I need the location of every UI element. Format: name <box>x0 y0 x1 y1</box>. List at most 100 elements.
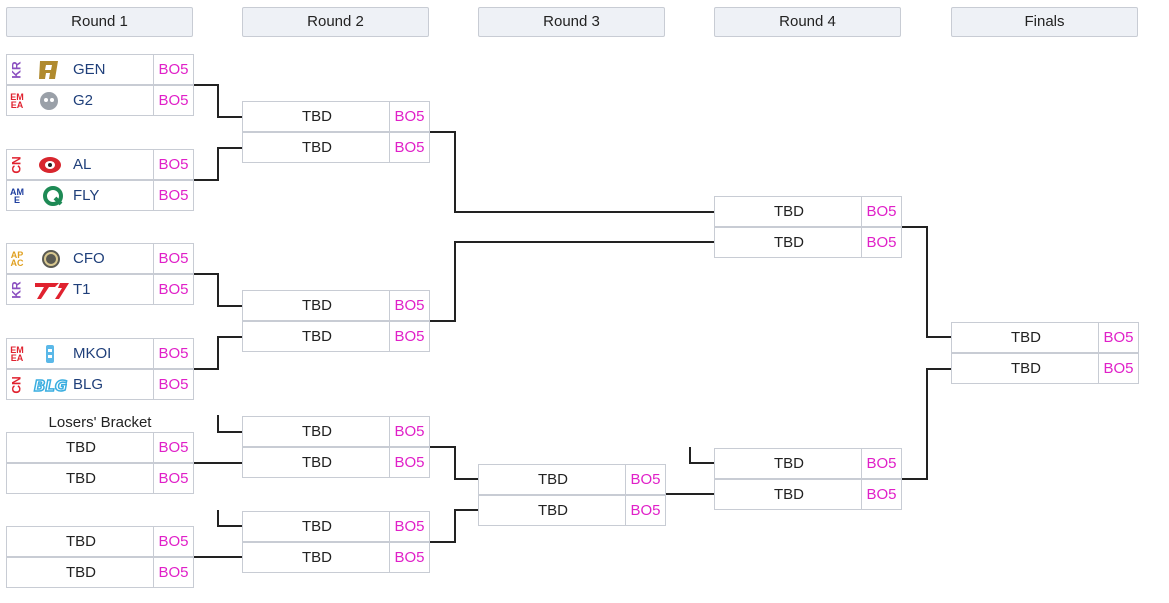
tbd-label: TBD <box>774 203 804 220</box>
team-slot-t1[interactable]: KR T1 BO5 <box>6 274 194 305</box>
tbd-label: TBD <box>302 297 332 314</box>
match-format: BO5 <box>389 102 429 131</box>
match-format: BO5 <box>389 543 429 572</box>
fly-logo-icon <box>43 186 63 206</box>
team-slot-gen[interactable]: KR GEN BO5 <box>6 54 194 85</box>
team-name: GEN <box>73 61 106 78</box>
team-slot-blg[interactable]: CN BLG BLG BO5 <box>6 369 194 400</box>
match-format: BO5 <box>153 464 193 493</box>
match-format: BO5 <box>153 558 193 587</box>
mkoi-logo-icon <box>46 345 54 363</box>
match-format: BO5 <box>625 465 665 494</box>
match-format: BO5 <box>153 339 193 368</box>
match-format: BO5 <box>861 449 901 478</box>
team-name: CFO <box>73 250 105 267</box>
tbd-slot[interactable]: TBD BO5 <box>6 463 194 494</box>
tbd-slot[interactable]: TBD BO5 <box>478 495 666 526</box>
tbd-slot[interactable]: TBD BO5 <box>242 542 430 573</box>
tbd-label: TBD <box>302 423 332 440</box>
match-format: BO5 <box>153 244 193 273</box>
round-header-2: Round 2 <box>242 7 429 37</box>
match-format: BO5 <box>153 527 193 556</box>
tbd-slot[interactable]: TBD BO5 <box>714 448 902 479</box>
tbd-label: TBD <box>302 549 332 566</box>
tbd-slot[interactable]: TBD BO5 <box>242 447 430 478</box>
gen-logo-icon <box>39 61 58 79</box>
region-badge: CN <box>10 155 24 174</box>
tbd-label: TBD <box>66 564 96 581</box>
round-header-1: Round 1 <box>6 7 193 37</box>
tbd-label: TBD <box>1011 360 1041 377</box>
tbd-label: TBD <box>538 502 568 519</box>
g2-logo-icon <box>40 92 58 110</box>
match-format: BO5 <box>1098 323 1138 352</box>
tbd-slot[interactable]: TBD BO5 <box>951 322 1139 353</box>
match-format: BO5 <box>389 417 429 446</box>
cfo-logo-icon <box>42 250 60 268</box>
tbd-slot[interactable]: TBD BO5 <box>6 432 194 463</box>
match-format: BO5 <box>153 55 193 84</box>
match-format: BO5 <box>625 496 665 525</box>
match-format: BO5 <box>153 150 193 179</box>
match-format: BO5 <box>153 370 193 399</box>
region-badge: KR <box>10 60 24 79</box>
tbd-slot[interactable]: TBD BO5 <box>714 196 902 227</box>
tbd-label: TBD <box>1011 329 1041 346</box>
team-name: G2 <box>73 92 94 109</box>
team-name: FLY <box>73 187 100 204</box>
tbd-label: TBD <box>538 471 568 488</box>
team-name: BLG <box>73 376 104 393</box>
tbd-label: TBD <box>66 470 96 487</box>
losers-bracket-label: Losers' Bracket <box>48 414 152 431</box>
team-name: T1 <box>73 281 91 298</box>
tbd-slot[interactable]: TBD BO5 <box>242 321 430 352</box>
tbd-label: TBD <box>66 439 96 456</box>
tbd-label: TBD <box>302 328 332 345</box>
tbd-label: TBD <box>302 454 332 471</box>
tbd-label: TBD <box>302 518 332 535</box>
match-format: BO5 <box>861 197 901 226</box>
round-header-finals: Finals <box>951 7 1138 37</box>
match-format: BO5 <box>153 275 193 304</box>
round-header-4: Round 4 <box>714 7 901 37</box>
tbd-slot[interactable]: TBD BO5 <box>714 227 902 258</box>
match-format: BO5 <box>389 322 429 351</box>
tbd-slot[interactable]: TBD BO5 <box>242 132 430 163</box>
match-format: BO5 <box>389 291 429 320</box>
tbd-slot[interactable]: TBD BO5 <box>242 290 430 321</box>
al-logo-icon <box>39 157 61 173</box>
team-slot-al[interactable]: CN AL BO5 <box>6 149 194 180</box>
match-format: BO5 <box>1098 354 1138 383</box>
tbd-slot[interactable]: TBD BO5 <box>6 557 194 588</box>
match-format: BO5 <box>389 448 429 477</box>
tbd-label: TBD <box>774 234 804 251</box>
tbd-label: TBD <box>302 139 332 156</box>
tbd-slot[interactable]: TBD BO5 <box>478 464 666 495</box>
round-header-3: Round 3 <box>478 7 665 37</box>
t1-logo-icon <box>35 283 69 299</box>
match-format: BO5 <box>861 228 901 257</box>
svg-text:BLG: BLG <box>34 377 67 395</box>
tbd-slot[interactable]: TBD BO5 <box>242 511 430 542</box>
match-format: BO5 <box>389 512 429 541</box>
match-format: BO5 <box>861 480 901 509</box>
tbd-slot[interactable]: TBD BO5 <box>951 353 1139 384</box>
team-name: AL <box>73 156 92 173</box>
blg-logo-icon: BLG <box>33 376 68 396</box>
match-format: BO5 <box>153 181 193 210</box>
tbd-label: TBD <box>774 455 804 472</box>
tbd-slot[interactable]: TBD BO5 <box>242 416 430 447</box>
match-format: BO5 <box>389 133 429 162</box>
match-format: BO5 <box>153 433 193 462</box>
